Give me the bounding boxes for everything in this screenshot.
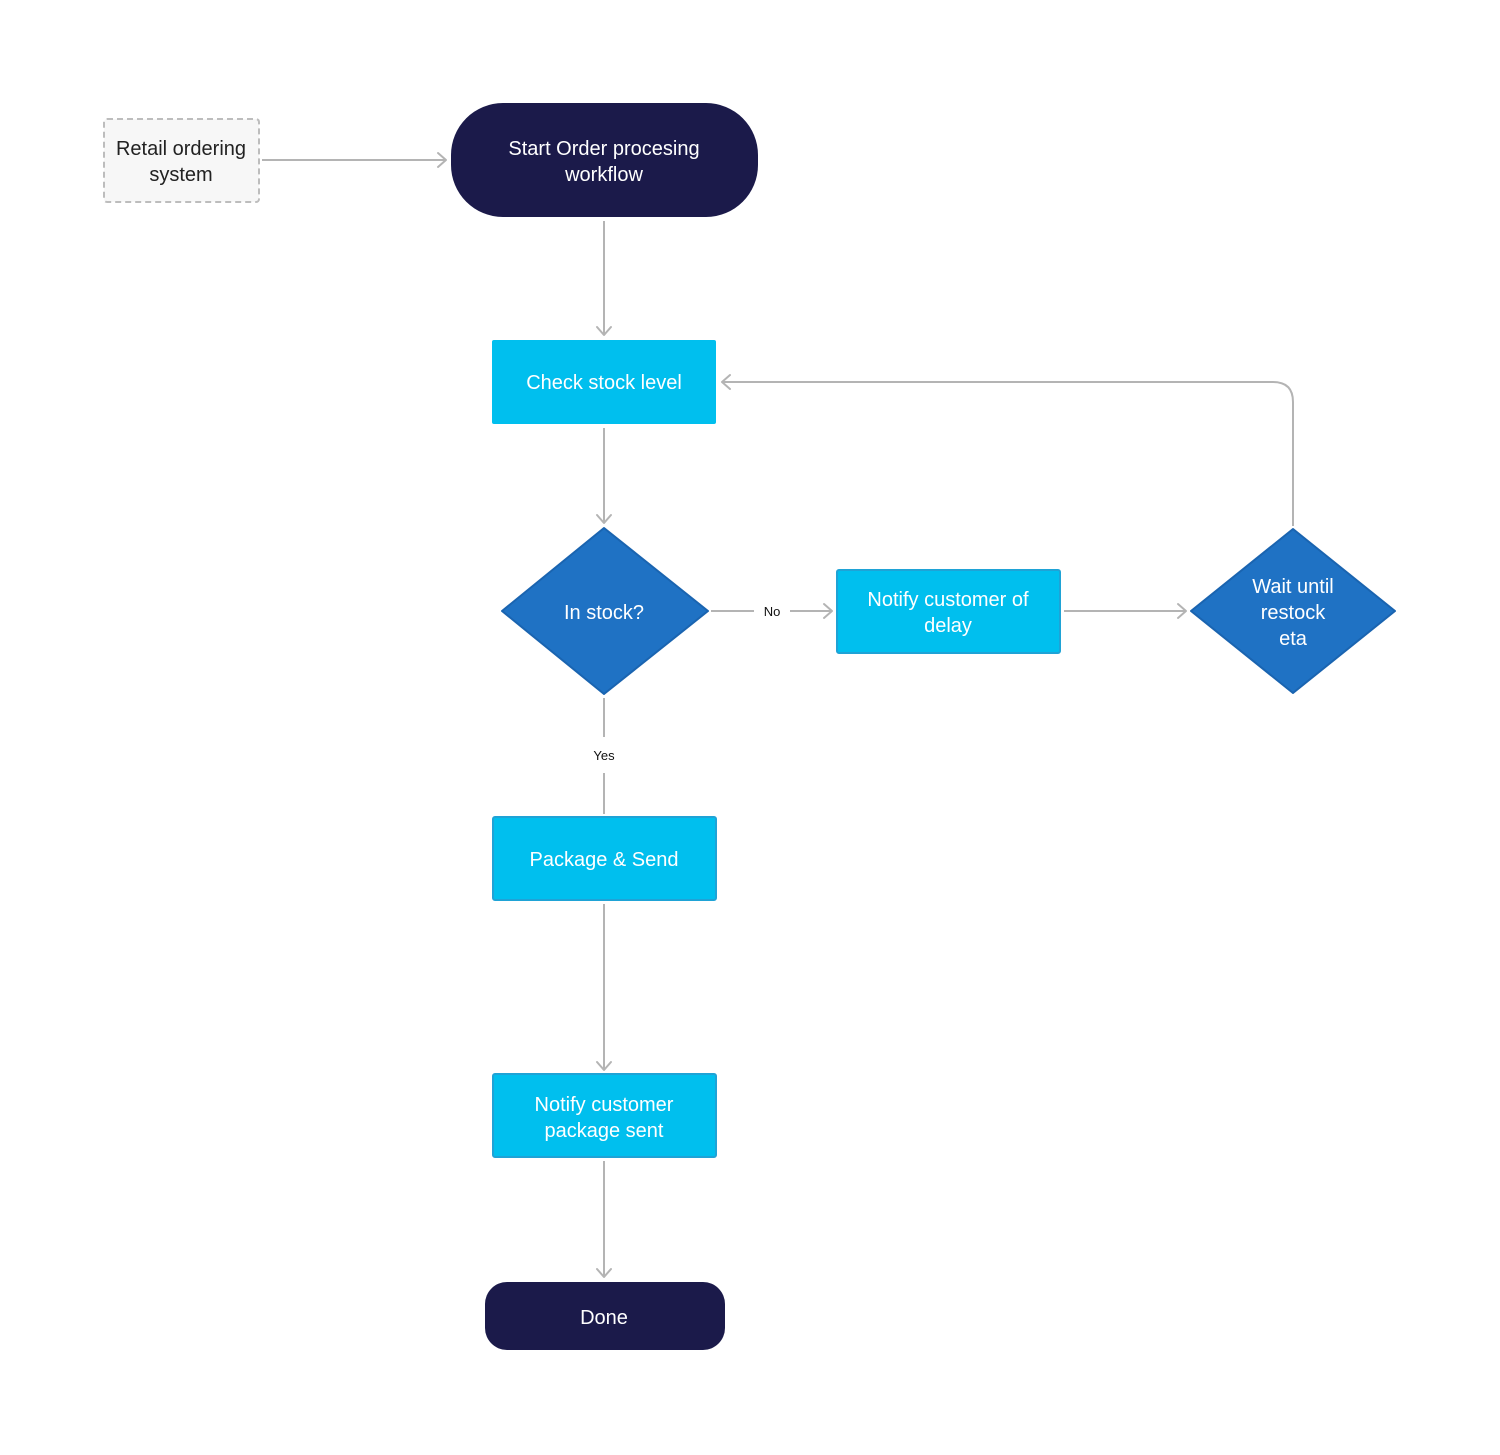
label-line: Check stock level [526, 372, 682, 394]
node-wait-restock-decision-label: Wait until restock eta [1252, 576, 1334, 650]
node-package-send[interactable]: Package & Send [492, 816, 717, 901]
label-line: package sent [545, 1120, 664, 1142]
edge-external-to-start [262, 152, 447, 168]
edge-start-to-check-stock [596, 221, 612, 336]
label-line: eta [1279, 628, 1308, 650]
edge-check-stock-to-in-stock [596, 428, 612, 524]
node-done[interactable]: Done [485, 1282, 725, 1350]
label-line: Notify customer of [867, 589, 1029, 611]
node-check-stock-level[interactable]: Check stock level [492, 340, 716, 424]
node-check-stock-level-label: Check stock level [526, 372, 682, 394]
node-notify-customer-delay-label: Notify customer of delay [867, 589, 1029, 637]
edge-label-no: No [764, 604, 781, 619]
node-retail-ordering-system[interactable]: Retail ordering system [103, 118, 260, 203]
edge-in-stock-to-notify-delay [711, 603, 833, 619]
node-done-label: Done [580, 1307, 628, 1329]
node-wait-restock-decision[interactable]: Wait until restock eta [1190, 528, 1396, 694]
edge-package-send-to-notify-sent [596, 904, 612, 1071]
node-package-send-label: Package & Send [530, 849, 679, 871]
label-line: delay [924, 615, 972, 637]
edge-label-yes: Yes [593, 748, 615, 763]
label-line: system [149, 164, 212, 186]
node-in-stock-decision-label: In stock? [564, 602, 644, 624]
node-notify-customer-delay[interactable]: Notify customer of delay [836, 569, 1061, 654]
label-line: Start Order procesing [508, 138, 699, 160]
node-start-order-processing[interactable]: Start Order procesing workflow [451, 103, 758, 217]
label-line: workflow [564, 164, 643, 186]
node-in-stock-decision[interactable]: In stock? [501, 527, 709, 695]
node-notify-customer-sent[interactable]: Notify customer package sent [492, 1073, 717, 1158]
label-line: In stock? [564, 602, 644, 624]
node-notify-customer-sent-label: Notify customer package sent [535, 1094, 674, 1142]
label-line: Retail ordering [116, 138, 246, 160]
node-start-order-processing-label: Start Order procesing workflow [508, 138, 699, 186]
label-line: Package & Send [530, 849, 679, 871]
edge-notify-sent-to-done [596, 1161, 612, 1278]
edge-wait-restock-to-check-stock [721, 374, 1294, 526]
label-line: restock [1261, 602, 1326, 624]
label-line: Notify customer [535, 1094, 674, 1116]
edge-notify-delay-to-wait-restock [1064, 603, 1187, 619]
label-line: Wait until [1252, 576, 1334, 598]
node-retail-ordering-system-label: Retail ordering system [116, 138, 246, 186]
edges [262, 152, 1294, 1278]
label-line: Done [580, 1307, 628, 1329]
